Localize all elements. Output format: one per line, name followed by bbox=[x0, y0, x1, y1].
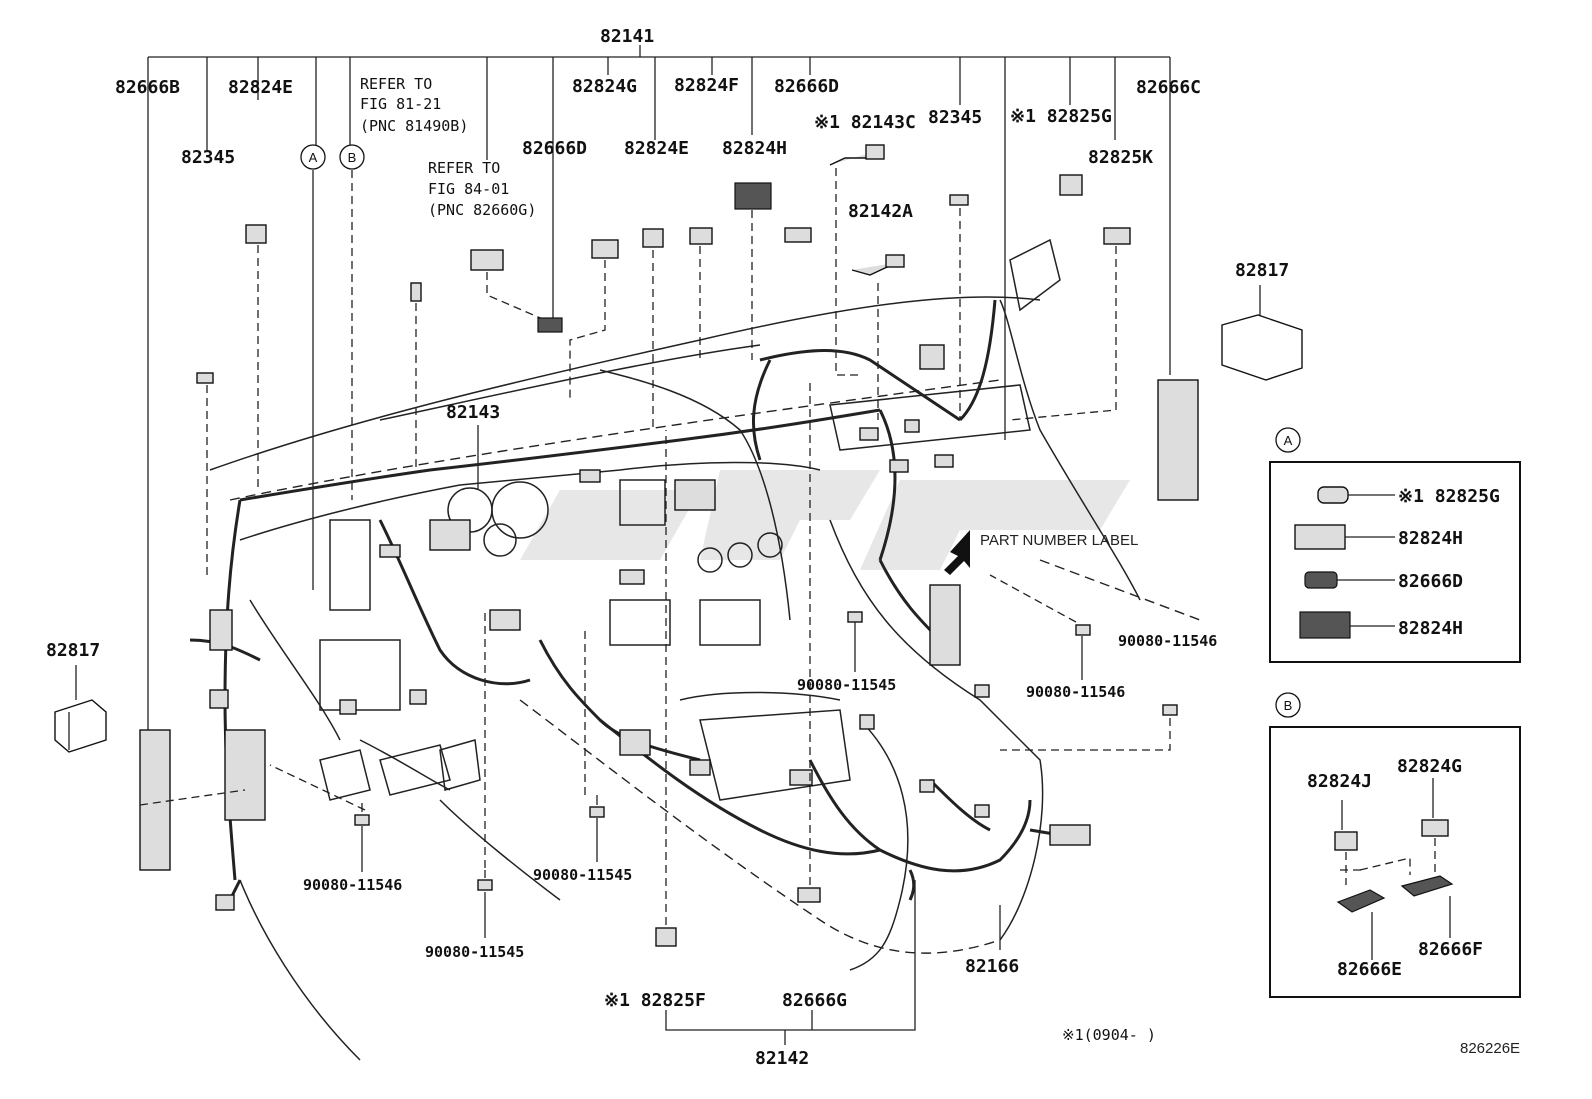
inset-b-item-3: 82666E bbox=[1337, 959, 1402, 980]
label-82824F: 82824F bbox=[674, 75, 739, 96]
callout-b-letter: B bbox=[348, 150, 357, 165]
assembly-82142-bracket bbox=[665, 880, 1001, 1045]
bolt-icon bbox=[354, 803, 370, 826]
callout-a: A bbox=[300, 144, 326, 590]
label-82142: 82142 bbox=[755, 1048, 809, 1069]
refer-note-1-line3: (PNC 81490B) bbox=[360, 117, 468, 135]
inset-a-item-1: ※1 82825G bbox=[1398, 486, 1500, 507]
label-82166: 82166 bbox=[965, 956, 1019, 977]
harness-connectors bbox=[139, 344, 1199, 911]
inset-b-item-2: 82824G bbox=[1397, 756, 1462, 777]
label-82141: 82141 bbox=[600, 26, 654, 47]
part-number-arrow bbox=[944, 530, 970, 575]
label-82142A: 82142A bbox=[848, 201, 913, 222]
label-82817-right: 82817 bbox=[1235, 260, 1289, 281]
relay-box-82817-right bbox=[1221, 285, 1303, 381]
label-82143: 82143 bbox=[446, 402, 500, 423]
refer-note-2-line2: FIG 84-01 bbox=[428, 180, 509, 198]
label-bolt-90080-11545-mid: 90080-11545 bbox=[797, 676, 896, 694]
bolt-icon bbox=[477, 870, 493, 891]
label-82666G: 82666G bbox=[782, 990, 847, 1011]
inset-b: B 82824J 82824G 82666E 82666F bbox=[1269, 692, 1521, 998]
refer-note-2-line1: REFER TO bbox=[428, 159, 500, 177]
refer-note-1-line2: FIG 81-21 bbox=[360, 95, 441, 113]
label-82825F: ※1 82825F bbox=[604, 990, 706, 1011]
watermark-logo bbox=[520, 470, 1130, 570]
inset-a-item-4: 82824H bbox=[1398, 618, 1463, 639]
label-82825K: 82825K bbox=[1088, 147, 1153, 168]
label-82817-left: 82817 bbox=[46, 640, 100, 661]
assembly-82141-bracket bbox=[147, 45, 1171, 730]
label-82666D-a: 82666D bbox=[522, 138, 587, 159]
inset-a-letter: A bbox=[1284, 433, 1293, 448]
callout-a-letter: A bbox=[309, 150, 318, 165]
label-82345-a: 82345 bbox=[181, 147, 235, 168]
diagram-code: 826226E bbox=[1460, 1040, 1520, 1057]
refer-note-1-line1: REFER TO bbox=[360, 75, 432, 93]
label-82824G: 82824G bbox=[572, 76, 637, 97]
label-82666D-b: 82666D bbox=[774, 76, 839, 97]
label-bolt-90080-11546-right: 90080-11546 bbox=[1118, 632, 1217, 650]
bolt-icon bbox=[589, 795, 605, 818]
label-82825G: ※1 82825G bbox=[1010, 106, 1112, 127]
bolts bbox=[139, 574, 1178, 891]
inset-a-item-2: 82824H bbox=[1398, 528, 1463, 549]
bolt-icon bbox=[1075, 624, 1091, 636]
part-labels: 82141 82666B 82824E 82345 REFER TO FIG 8… bbox=[46, 26, 1520, 1069]
inset-b-letter: B bbox=[1284, 698, 1293, 713]
part-number-label-text: PART NUMBER LABEL bbox=[980, 532, 1138, 549]
relay-box-82817-left bbox=[54, 665, 107, 753]
inset-a: A ※1 82825G 82824H 82666D 82824H bbox=[1269, 427, 1521, 663]
label-bolt-90080-11545-center: 90080-11545 bbox=[533, 866, 632, 884]
loose-parts bbox=[196, 144, 1131, 947]
inset-b-item-1: 82824J bbox=[1307, 771, 1372, 792]
bolt-icon bbox=[1162, 704, 1178, 716]
label-82824E-a: 82824E bbox=[228, 77, 293, 98]
label-82345-b: 82345 bbox=[928, 107, 982, 128]
bolt-icon bbox=[847, 611, 863, 623]
callout-b: B bbox=[339, 144, 365, 500]
dashboard-outline bbox=[209, 238, 1201, 1061]
refer-note-2-line3: (PNC 82660G) bbox=[428, 201, 536, 219]
footnote: ※1(0904- ) bbox=[1062, 1026, 1156, 1044]
label-82666B: 82666B bbox=[115, 77, 180, 98]
label-bolt-90080-11545-bottom: 90080-11545 bbox=[425, 943, 524, 961]
label-bolt-90080-11546-left: 90080-11546 bbox=[303, 876, 402, 894]
label-82824H: 82824H bbox=[722, 138, 787, 159]
label-bolt-90080-11546-mid: 90080-11546 bbox=[1026, 683, 1125, 701]
label-82666C: 82666C bbox=[1136, 77, 1201, 98]
inset-a-item-3: 82666D bbox=[1398, 571, 1463, 592]
label-82143C: ※1 82143C bbox=[814, 112, 916, 133]
label-82824E-b: 82824E bbox=[624, 138, 689, 159]
inset-b-item-4: 82666F bbox=[1418, 939, 1483, 960]
